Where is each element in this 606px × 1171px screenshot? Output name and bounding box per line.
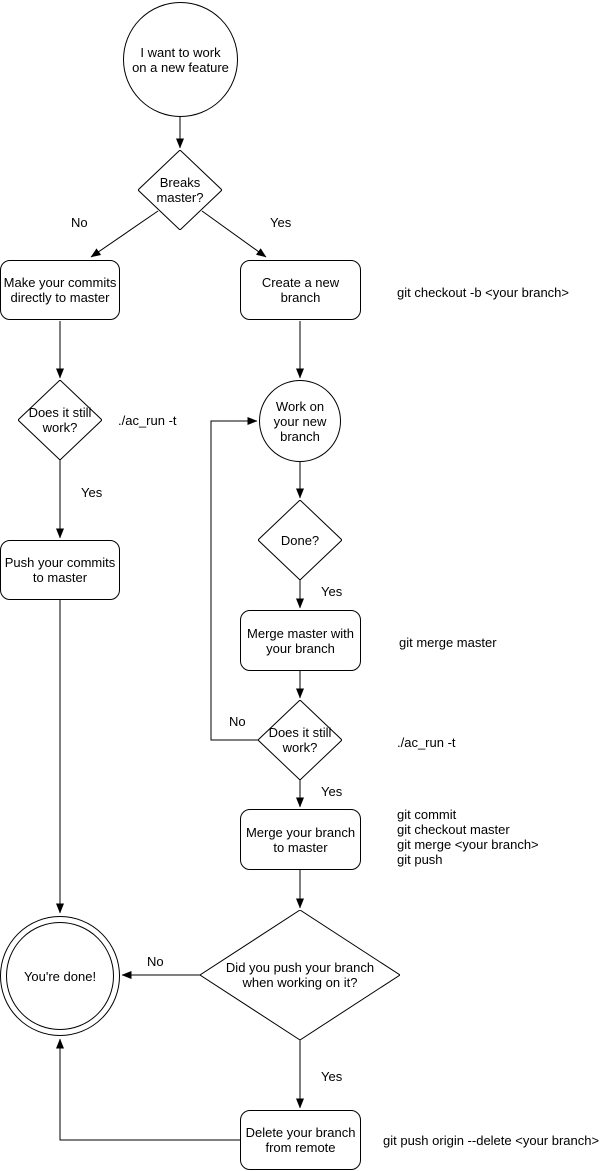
edge-label-breaks-no: No [70, 215, 89, 230]
diamond-does-it-work-1-label: Does it still work? [28, 405, 92, 435]
connector-breaks-no [90, 210, 159, 258]
rect-delete-branch-label: Delete your branch from remote [245, 1125, 356, 1155]
annotation-merge-branch-cmds: git commit git checkout master git merge… [397, 807, 539, 867]
edge-label-push-no: No [146, 954, 165, 969]
diamond-did-push-label: Did you push your branch when working on… [225, 960, 375, 990]
edge-label-push-yes: Yes [320, 1069, 344, 1084]
rect-merge-branch-label: Merge your branch to master [245, 824, 356, 855]
annotation-ac-run-1: ./ac_run -t [118, 413, 177, 428]
diamond-shape [200, 910, 400, 1040]
rect-push-commits: Push your commits to master [0, 540, 120, 600]
annotation-ac-run-2: ./ac_run -t [397, 735, 456, 750]
rect-create-branch: Create a new branch [240, 260, 361, 320]
rect-push-commits-label: Push your commits to master [4, 555, 116, 585]
start-circle: I want to work on a new feature [123, 2, 238, 117]
youre-done-label: You're done! [23, 968, 97, 984]
rect-create-branch-label: Create a new branch [261, 275, 340, 305]
start-circle-label: I want to work on a new feature [132, 44, 229, 75]
annotation-delete-remote-cmd: git push origin --delete <your branch> [383, 1133, 600, 1148]
edge-label-work2-yes: Yes [320, 784, 344, 799]
work-branch-circle: Work on your new branch [259, 380, 341, 462]
edge-label-work2-no: No [228, 714, 247, 729]
connector-doeswork2-no-loop [210, 417, 258, 741]
connector-breaks-yes [201, 210, 267, 258]
annotation-merge-master-cmd: git merge master [399, 635, 497, 650]
diamond-does-it-work-2: Does it still work? [258, 700, 342, 780]
work-branch-circle-label: Work on your new branch [273, 398, 327, 444]
diamond-done-label: Done? [280, 532, 320, 548]
diamond-shape [18, 380, 102, 460]
diamond-shape [138, 150, 222, 230]
diamond-did-push: Did you push your branch when working on… [200, 910, 400, 1040]
diamond-shape [258, 500, 342, 580]
diamond-done: Done? [258, 500, 342, 580]
rect-merge-branch: Merge your branch to master [240, 809, 361, 870]
connector-delete-to-done-circle [56, 1038, 240, 1141]
diamond-does-it-work-1: Does it still work? [18, 380, 102, 460]
rect-merge-master: Merge master with your branch [240, 610, 361, 671]
diamond-breaks-master-label: Breaks master? [156, 175, 204, 205]
rect-make-commits: Make your commits directly to master [0, 260, 120, 320]
diamond-does-it-work-2-label: Does it still work? [268, 725, 332, 755]
youre-done-inner-circle: You're done! [6, 922, 114, 1030]
rect-merge-master-label: Merge master with your branch [247, 625, 354, 656]
rect-make-commits-label: Make your commits directly to master [3, 275, 117, 305]
edge-label-done-yes: Yes [320, 584, 344, 599]
youre-done-circle: You're done! [0, 916, 120, 1036]
edge-label-breaks-yes: Yes [269, 215, 293, 230]
diamond-shape [258, 700, 342, 780]
rect-delete-branch: Delete your branch from remote [240, 1110, 361, 1170]
diamond-breaks-master: Breaks master? [138, 150, 222, 230]
annotation-checkout-branch: git checkout -b <your branch> [397, 285, 569, 300]
edge-label-work1-yes: Yes [80, 485, 104, 500]
